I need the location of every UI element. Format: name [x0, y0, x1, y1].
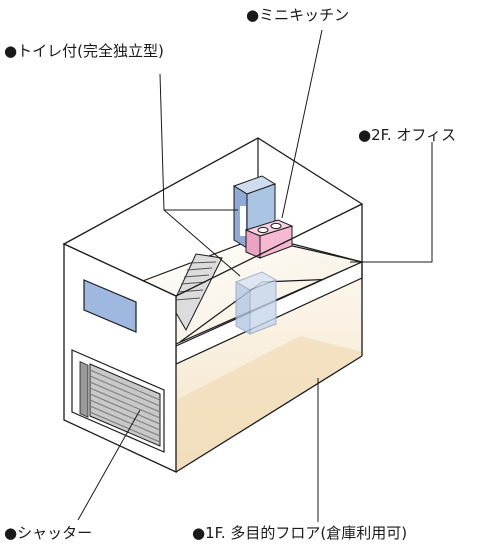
toilet-block-lower: [234, 271, 278, 335]
leader-lines: [77, 29, 433, 522]
staircase: [171, 253, 223, 332]
label-office-2f: ●2F. オフィス: [358, 126, 457, 144]
label-mini-kitchen: ●ミニキッチン: [246, 6, 350, 24]
label-shutter: ●シャッター: [4, 524, 93, 542]
label-toilet: ●トイレ付(完全独立型): [4, 42, 164, 60]
window-2f: [83, 279, 137, 333]
mini-kitchen-block: [244, 219, 294, 259]
right-wall-outline: [175, 204, 363, 473]
label-floor-1f: ●1F. 多目的フロア(倉庫利用可): [192, 524, 408, 542]
shutter: [71, 349, 165, 453]
